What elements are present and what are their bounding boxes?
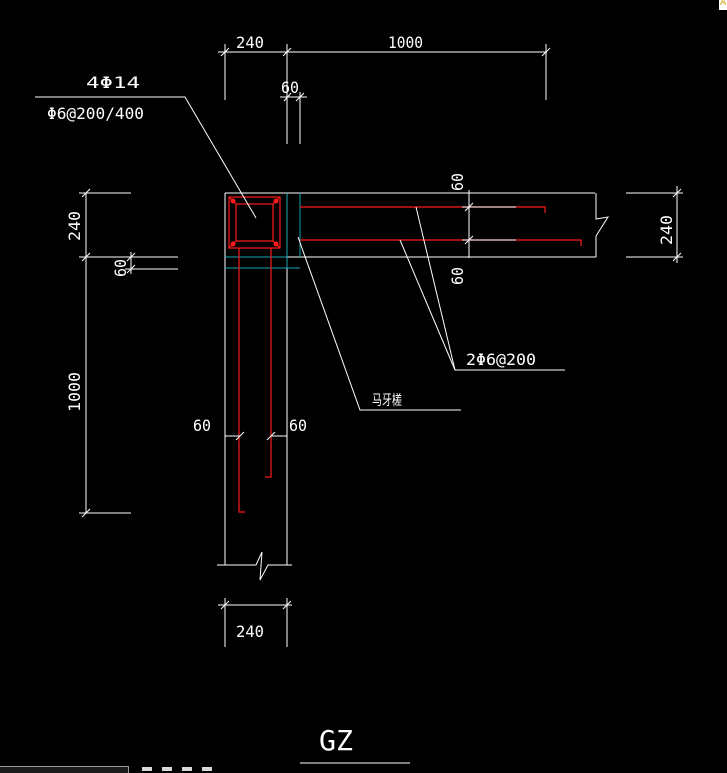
grid-icon[interactable] (162, 767, 172, 771)
bottom-wall-thickness-dim: 240 (236, 622, 264, 641)
toothed-joint-label: 马牙槎 (372, 393, 402, 409)
corner-marker: A (719, 0, 727, 10)
right-lower-offset-dim: 60 (448, 267, 467, 285)
column-section-lines (225, 193, 301, 269)
drawing-labels: 4Φ14 Φ6@200/400 2Φ6@200 马牙槎 240 1000 60 … (47, 33, 676, 757)
dimension-lines (79, 44, 683, 764)
main-bar-dots (230, 198, 279, 247)
right-upper-offset-dim: 60 (448, 173, 467, 191)
right-wall-thickness-dim: 240 (657, 215, 676, 245)
left-offset-dim: 60 (111, 259, 130, 277)
top-wall-length-dim: 1000 (388, 33, 423, 52)
dimension-ticks (81, 47, 682, 610)
status-icons (142, 767, 212, 773)
drawing-title: GZ (319, 724, 353, 757)
stirrup-label: Φ6@200/400 (47, 104, 144, 123)
corner-marker-text: A (720, 0, 727, 8)
ortho-icon[interactable] (182, 767, 192, 771)
bottom-right-offset-dim: 60 (289, 416, 307, 435)
bottom-left-offset-dim: 60 (193, 416, 211, 435)
snap-icon[interactable] (142, 767, 152, 771)
tie-bar-label: 2Φ6@200 (466, 350, 536, 369)
leader-lines (35, 96, 565, 411)
main-bar-label: 4Φ14 (86, 73, 140, 92)
left-wall-length-dim: 1000 (65, 372, 84, 412)
command-line-box[interactable] (0, 766, 129, 773)
top-offset-dim: 60 (281, 78, 299, 97)
polar-icon[interactable] (202, 767, 212, 771)
top-wall-thickness-dim: 240 (236, 33, 264, 52)
left-wall-thickness-dim: 240 (65, 211, 84, 241)
status-bar (0, 766, 727, 773)
wall-outline (217, 192, 610, 581)
